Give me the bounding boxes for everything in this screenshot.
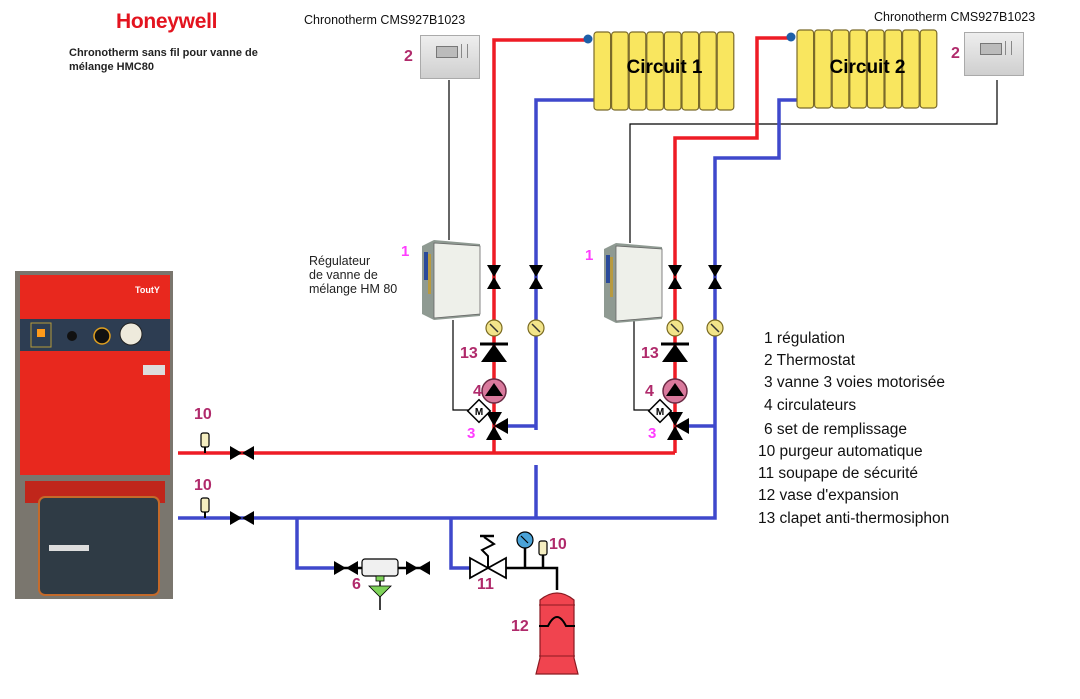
air-vent-number-vessel: 10	[549, 536, 567, 553]
check-valve-number-1: 13	[460, 345, 478, 362]
valve-number-2: 3	[648, 425, 657, 442]
radiator-fin	[831, 29, 850, 109]
legend: 1 régulation 2 Thermostat 3 vanne 3 voie…	[758, 328, 949, 530]
fill-branch	[295, 518, 340, 570]
radiator-valve-dot-2	[786, 32, 796, 42]
radiator-fin	[663, 31, 682, 111]
return-main	[178, 98, 797, 520]
supply-riser-circuit1	[492, 38, 588, 453]
air-vent-return	[200, 497, 210, 519]
safety-valve	[469, 534, 507, 580]
air-vent-supply	[200, 432, 210, 454]
isolation-valve-supply-1[interactable]	[487, 265, 501, 289]
air-vent-vessel	[538, 540, 548, 562]
pressure-gauge	[516, 531, 534, 549]
three-way-valve-2[interactable]	[667, 412, 689, 440]
legend-item: 10 purgeur automatique	[758, 443, 923, 461]
main-valve-return[interactable]	[230, 511, 254, 525]
thermostat-number-1: 2	[404, 48, 413, 65]
air-vent-number-supply: 10	[194, 406, 212, 423]
regulator-number-1: 1	[401, 243, 410, 260]
regulator-number-2: 1	[585, 247, 594, 264]
isolation-valve-return-2[interactable]	[708, 265, 722, 289]
radiator-valve-dot-1	[583, 34, 593, 44]
thermostat-2[interactable]	[964, 32, 1024, 76]
thermometer-return-2	[706, 319, 724, 337]
svg-text:ToutY: ToutY	[135, 285, 160, 295]
radiator-fin	[646, 31, 664, 111]
circulator-pump-2[interactable]	[662, 378, 688, 404]
valve-motor-2	[647, 398, 673, 424]
check-valve-1	[478, 342, 510, 364]
radiator-circuit-1	[593, 31, 735, 111]
legend-item: 11 soupape de sécurité	[758, 465, 918, 483]
thermometer-return-1	[527, 319, 545, 337]
thermostat-label-1: Chronotherm CMS927B1023	[304, 13, 466, 27]
boiler-photo: ToutY	[15, 271, 173, 599]
radiator-label-2: Circuit 2	[829, 57, 906, 78]
isolation-valve-return-1[interactable]	[529, 265, 543, 289]
legend-item: 6 set de remplissage	[764, 420, 908, 438]
radiator-fin	[593, 31, 612, 111]
wire-thermostat2-regulator2	[629, 80, 998, 243]
expansion-vessel	[535, 592, 579, 675]
check-valve-number-2: 13	[641, 345, 659, 362]
isolation-valve-supply-2[interactable]	[668, 265, 682, 289]
vessel-number: 12	[511, 618, 529, 635]
pump-number-2: 4	[645, 383, 654, 400]
radiator-fin	[610, 31, 629, 111]
circulator-pump-1[interactable]	[481, 378, 507, 404]
legend-item: 12 vase d'expansion	[758, 487, 899, 505]
legend-item: 3 vanne 3 voies motorisée	[764, 374, 945, 392]
thermometer-supply-2	[666, 319, 684, 337]
radiator-fin	[884, 29, 903, 109]
radiator-fin	[681, 31, 700, 111]
regulator-label: Régulateur de vanne de mélange HM 80	[309, 254, 397, 296]
diagram-subtitle: Chronotherm sans fil pour vanne de mélan…	[69, 47, 258, 73]
legend-item: 1 régulation	[764, 330, 846, 347]
check-valve-2	[659, 342, 691, 364]
supply-riser-circuit2	[673, 36, 790, 453]
radiator-fin	[813, 29, 832, 109]
air-vent-number-return: 10	[194, 477, 212, 494]
radiator-fin	[919, 29, 938, 109]
radiator-fin	[901, 29, 920, 109]
pump-number-1: 4	[473, 383, 482, 400]
radiator-fin	[698, 31, 717, 111]
mixing-valve-regulator-1[interactable]	[420, 240, 482, 320]
return-pipes	[178, 98, 797, 570]
thermometer-supply-1	[485, 319, 503, 337]
regulator-label-line-3: mélange HM 80	[309, 282, 398, 296]
three-way-valve-1[interactable]	[486, 412, 508, 440]
thermostat-label-2: Chronotherm CMS927B1023	[874, 10, 1036, 24]
brand-logo: Honeywell	[116, 10, 218, 33]
radiator-fin	[628, 31, 647, 111]
safety-branch	[449, 518, 470, 570]
mixing-valve-regulator-2[interactable]	[602, 243, 664, 323]
valve-number-1: 3	[467, 425, 476, 442]
radiator-circuit-2	[796, 29, 938, 109]
vessel-connection	[340, 546, 559, 610]
legend-item: 13 clapet anti-thermosiphon	[758, 509, 950, 527]
return-circuit1	[534, 98, 594, 430]
thermostat-1[interactable]	[420, 35, 480, 79]
radiator-fin	[849, 29, 867, 109]
regulator-label-line-2: de vanne de	[309, 268, 378, 282]
legend-item: 4 circulateurs	[764, 396, 857, 414]
main-valve-supply[interactable]	[230, 446, 254, 460]
valve-motor-1	[466, 398, 492, 424]
fill-set-number: 6	[352, 576, 361, 593]
fill-set[interactable]	[334, 558, 430, 598]
thermostat-number-2: 2	[951, 45, 960, 62]
radiator-label-1: Circuit 1	[626, 57, 703, 78]
safety-valve-number: 11	[477, 576, 494, 593]
radiator-fin	[866, 29, 885, 109]
radiator-fin	[796, 29, 815, 109]
supply-pipes	[178, 36, 790, 455]
radiator-fin	[716, 31, 735, 111]
regulator-label-line-1: Régulateur	[309, 254, 371, 268]
legend-item: 2 Thermostat	[764, 352, 856, 370]
